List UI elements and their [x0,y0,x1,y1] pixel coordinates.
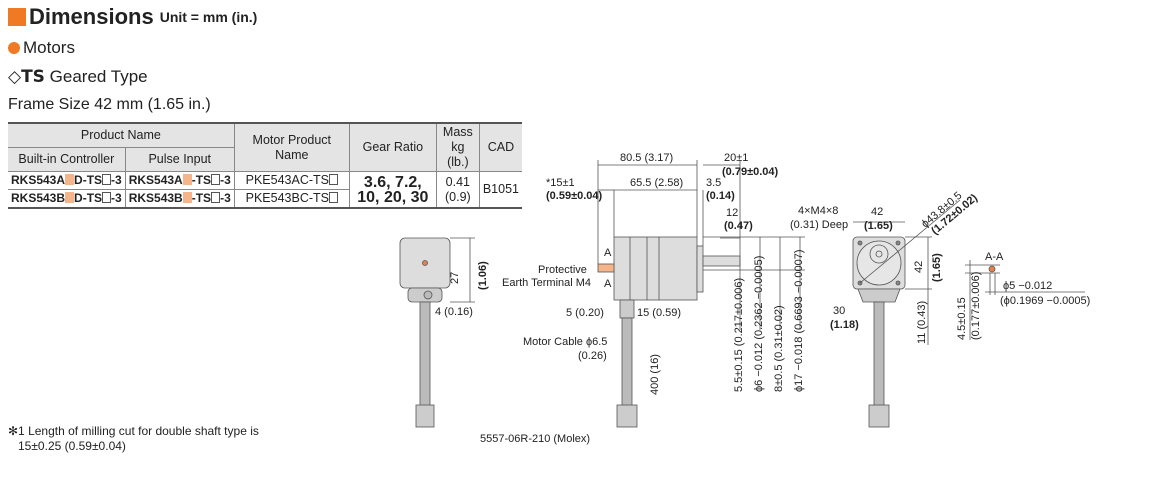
svg-text:(0.47): (0.47) [724,220,753,232]
svg-text:3.5: 3.5 [706,177,721,189]
mass-cell: 0.41(0.9) [435,171,480,209]
svg-text:(1.18): (1.18) [830,319,859,331]
unit-label: Unit = mm (in.) [159,9,258,25]
type-label: Geared Type [49,67,148,86]
svg-text:Earth Terminal M4: Earth Terminal M4 [502,277,591,289]
svg-text:30: 30 [833,305,845,317]
page-title: Dimensions Unit = mm (in.) [8,4,257,30]
bullet-icon [8,42,20,54]
section-heading: Motors [8,38,75,58]
svg-text:12: 12 [726,207,738,219]
svg-text:A-A: A-A [985,251,1004,263]
svg-text:(0.59±0.04): (0.59±0.04) [546,190,603,202]
svg-text:ϕ17 −0.018 (0.6693 −0.0007): ϕ17 −0.018 (0.6693 −0.0007) [793,249,805,392]
svg-text:27: 27 [449,272,461,284]
svg-text:4 (0.16): 4 (0.16) [435,306,473,318]
th-motor: Motor Product Name [233,122,350,172]
svg-text:5.5±0.15 (0.217±0.006): 5.5±0.15 (0.217±0.006) [733,278,745,392]
svg-text:(1.65): (1.65) [864,220,893,232]
th-pulse: Pulse Input [124,147,235,172]
motor-end-view [399,237,475,428]
svg-text:4.5±0.15: 4.5±0.15 [956,297,968,340]
motor-cell: PKE543BC-TS [233,189,350,209]
svg-text:8±0.5 (0.31±0.02): 8±0.5 (0.31±0.02) [773,305,785,392]
th-built-in: Built-in Controller [8,147,126,172]
svg-text:(1.65): (1.65) [931,253,943,282]
svg-text:A: A [604,278,612,290]
svg-text:A: A [604,247,612,259]
svg-text:42: 42 [913,261,925,273]
th-gear: Gear Ratio [348,122,437,172]
svg-text:20±1: 20±1 [724,152,748,164]
section-text: Motors [23,38,75,57]
motor-cell: PKE543AC-TS [233,171,350,190]
svg-text:ϕ6 −0.012 (0.2362 −0.0005): ϕ6 −0.012 (0.2362 −0.0005) [753,256,765,392]
footnote: ✻1 Length of milling cut for double shaf… [8,424,259,454]
th-product-name: Product Name [8,122,235,149]
svg-text:5 (0.20): 5 (0.20) [566,307,604,319]
svg-text:42: 42 [871,206,883,218]
svg-text:Protective: Protective [538,264,587,276]
svg-text:(1.06): (1.06) [477,261,489,290]
svg-text:(0.79±0.04): (0.79±0.04) [722,166,779,178]
svg-text:5557-06R-210 (Molex): 5557-06R-210 (Molex) [480,433,590,445]
svg-text:(0.26): (0.26) [578,350,607,362]
footnote-line2: 15±0.25 (0.59±0.04) [18,439,126,453]
th-mass: Mass kg (lb.) [435,122,480,172]
svg-text:ϕ5 −0.012: ϕ5 −0.012 [1003,280,1052,292]
pulse-cell: RKS543A-TS-3 [124,171,235,190]
motor-side-view [597,160,805,428]
cad-link[interactable]: B1051 [478,171,522,209]
svg-text:400 (16): 400 (16) [649,354,661,395]
title-marker-icon [8,8,26,26]
svg-text:(ϕ0.1969 −0.0005): (ϕ0.1969 −0.0005) [1000,295,1090,307]
type-heading: ◇TS Geared Type [8,67,148,87]
footnote-line1: ✻1 Length of milling cut for double shaf… [8,424,259,438]
type-prefix: ◇TS [8,67,45,87]
svg-text:(0.31) Deep: (0.31) Deep [790,219,848,231]
svg-text:15 (0.59): 15 (0.59) [637,307,681,319]
svg-text:*15±1: *15±1 [546,177,575,189]
svg-text:4×M4×8: 4×M4×8 [798,205,838,217]
motor-front-view [852,199,1085,428]
svg-text:80.5 (3.17): 80.5 (3.17) [620,152,673,164]
frame-size: Frame Size 42 mm (1.65 in.) [8,96,211,113]
svg-text:65.5 (2.58): 65.5 (2.58) [630,177,683,189]
title-text: Dimensions [29,4,154,29]
svg-text:(0.177±0.006): (0.177±0.006) [970,272,982,340]
svg-text:(0.14): (0.14) [706,190,735,202]
svg-text:Motor Cable ϕ6.5: Motor Cable ϕ6.5 [523,336,607,348]
th-cad: CAD [478,122,522,172]
svg-text:11 (0.43): 11 (0.43) [916,301,928,344]
